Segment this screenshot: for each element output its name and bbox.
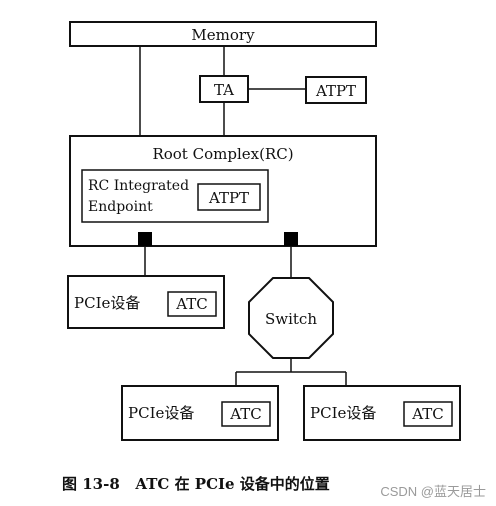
watermark: CSDN @蓝天居士 (380, 484, 486, 499)
rc-port-left (138, 232, 152, 246)
atpt-top-box (305, 76, 367, 104)
atc-bottom-left-label: ATC (229, 405, 262, 423)
switch-block: Switch (248, 277, 334, 359)
switch-label: Switch (265, 310, 317, 328)
pcie-device-bottom-right: PCIe设备 ATC (303, 385, 461, 441)
figure-caption: 图 13-8 ATC 在 PCIe 设备中的位置 (62, 475, 330, 493)
pcie-bottom-right-label: PCIe设备 (310, 404, 376, 422)
switch-octagon (248, 277, 334, 359)
pcie-bottom-right-box (303, 385, 461, 441)
memory-label: Memory (191, 26, 255, 44)
pcie-device-bottom-left: PCIe设备 ATC (121, 385, 279, 441)
atc-left-label: ATC (175, 295, 208, 313)
atpt-top-block: ATPT (305, 76, 367, 104)
root-complex-label: Root Complex(RC) (152, 145, 293, 163)
pcie-bottom-left-box (121, 385, 279, 441)
rc-port-right (284, 232, 298, 246)
atpt-rc-box (197, 183, 261, 211)
pcie-left-label: PCIe设备 (74, 294, 140, 312)
atc-bottom-left-box (221, 401, 271, 427)
pcie-device-left: PCIe设备 ATC (67, 275, 225, 329)
ta-label: TA (214, 81, 234, 99)
pcie-bottom-left-label: PCIe设备 (128, 404, 194, 422)
rc-integrated-line2: Endpoint (88, 199, 153, 215)
memory-box (69, 21, 377, 47)
memory-block: Memory (69, 21, 377, 47)
atc-bottom-right-label: ATC (411, 405, 444, 423)
rc-integrated-line1: RC Integrated (88, 178, 189, 194)
root-complex-box (69, 135, 377, 247)
ta-block: TA (199, 75, 249, 103)
atpt-rc-label: ATPT (208, 189, 249, 207)
pcie-left-box (67, 275, 225, 329)
root-complex-block: Root Complex(RC) RC Integrated Endpoint … (69, 135, 377, 247)
atc-left-box (167, 291, 217, 317)
rc-integrated-endpoint-box (81, 169, 269, 223)
atpt-top-label: ATPT (315, 82, 356, 100)
atc-bottom-right-box (403, 401, 453, 427)
